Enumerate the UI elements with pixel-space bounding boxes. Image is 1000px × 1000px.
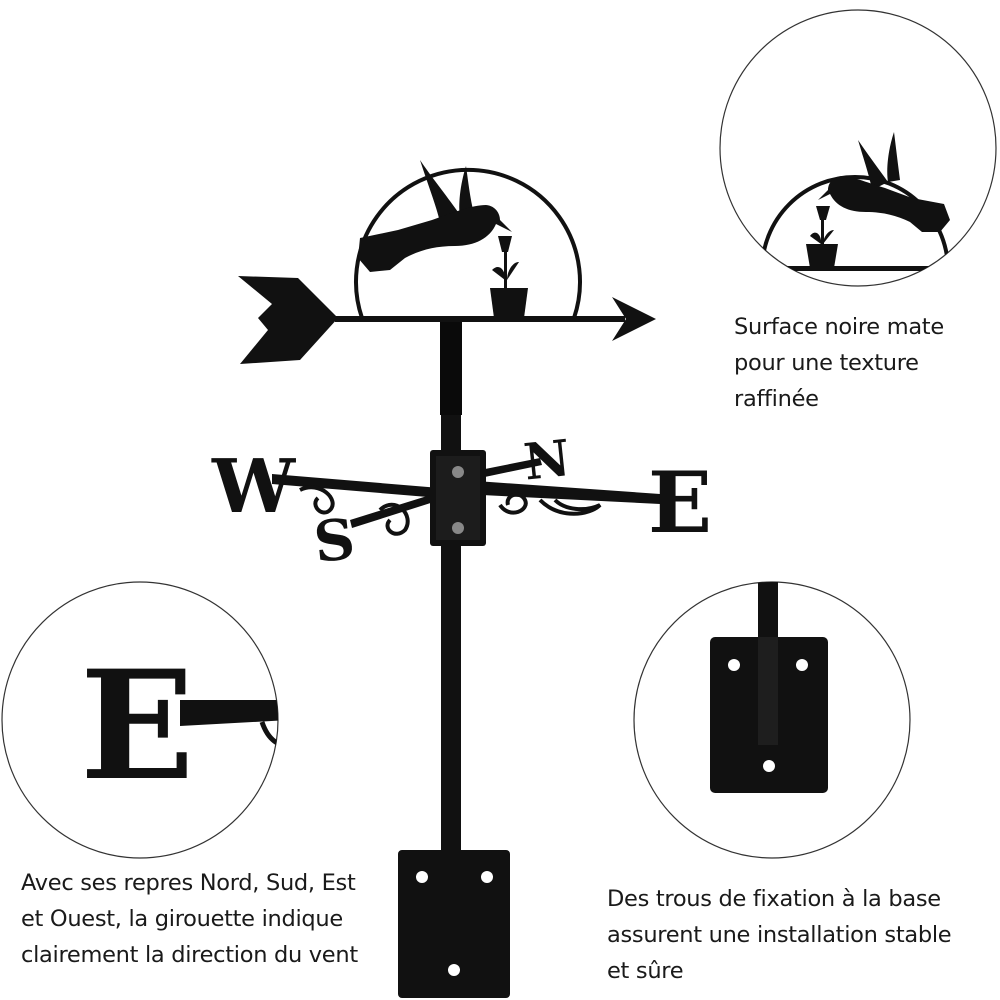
- mounting-hole: [416, 871, 428, 883]
- mounting-hole: [763, 760, 775, 772]
- compass-letter-north: N: [521, 428, 573, 491]
- zoom-base-circle: [633, 581, 911, 859]
- caption-line: clairement la direction du vent: [21, 942, 358, 968]
- mounting-hole: [448, 964, 460, 976]
- mounting-hole: [728, 659, 740, 671]
- compass-letter-south: S: [311, 506, 358, 576]
- caption-line: et Ouest, la girouette indique: [21, 906, 343, 932]
- caption-finish: Surface noire mate pour une texture raff…: [734, 309, 944, 417]
- hummingbird-medallion: [354, 160, 582, 319]
- zoom-finish-circle: [719, 9, 997, 287]
- flower-pot-icon: [490, 236, 528, 318]
- scroll-ornament: [299, 485, 335, 515]
- screw-icon: [452, 522, 464, 534]
- arrow: [238, 276, 656, 364]
- caption-line: assurent une installation stable: [607, 922, 952, 948]
- west-east-bar: [272, 474, 440, 498]
- south-bar: [350, 492, 440, 528]
- flower-pot-icon: [806, 206, 838, 268]
- compass-letter-east: E: [648, 453, 712, 552]
- hummingbird-icon: [818, 132, 950, 232]
- mounting-hole: [796, 659, 808, 671]
- compass-letter-east-zoom: E: [80, 638, 194, 814]
- arrow-tail-icon: [238, 276, 338, 364]
- hummingbird-icon: [358, 160, 512, 272]
- pole-top-segment: [440, 320, 462, 415]
- hub-bracket: [430, 450, 486, 546]
- scroll-ornament: [498, 492, 528, 515]
- caption-directions: Avec ses repres Nord, Sud, Est et Ouest,…: [21, 865, 358, 973]
- weathervane: W S N E: [211, 160, 712, 998]
- zoom-letter-circle: E: [1, 581, 279, 859]
- base-plate: [398, 850, 510, 998]
- arrow-head-icon: [612, 297, 656, 341]
- mounting-hole: [481, 871, 493, 883]
- caption-line: et sûre: [607, 958, 684, 984]
- north-bar: [480, 458, 542, 478]
- caption-line: Avec ses repres Nord, Sud, Est: [21, 870, 356, 896]
- compass-letter-west: W: [211, 444, 296, 530]
- caption-mounting: Des trous de fixation à la base assurent…: [607, 881, 952, 989]
- scroll-ornament: [378, 502, 410, 536]
- caption-line: Des trous de fixation à la base: [607, 886, 941, 912]
- direction-cross: W S N E: [211, 428, 712, 576]
- caption-line: Surface noire mate: [734, 314, 944, 340]
- arrow-shaft: [335, 316, 625, 322]
- caption-line: raffinée: [734, 386, 819, 412]
- scroll-ornament: [538, 498, 602, 516]
- screw-icon: [452, 466, 464, 478]
- scroll-ornament: [259, 721, 278, 748]
- caption-line: pour une texture: [734, 350, 919, 376]
